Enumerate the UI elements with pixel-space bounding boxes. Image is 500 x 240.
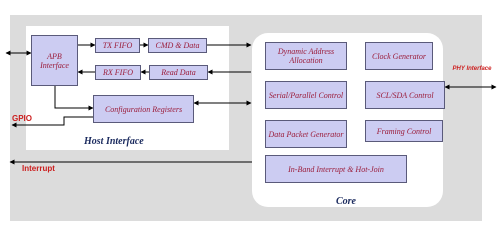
data-packet-generator-block: Data Packet Generator xyxy=(265,120,347,148)
rx-fifo-label: RX FIFO xyxy=(103,68,133,77)
core-title: Core xyxy=(336,196,356,207)
apb-to-config-arrow xyxy=(54,86,94,111)
in-band-interrupt-label: In-Band Interrupt & Hot-Join xyxy=(288,164,384,174)
in-band-interrupt-block: In-Band Interrupt & Hot-Join xyxy=(265,155,407,183)
cmd-data-label: CMD & Data xyxy=(155,41,200,50)
host-interface-title: Host Interface xyxy=(84,136,144,147)
scl-sda-control-label: SCL/SDA Control xyxy=(376,90,434,100)
clock-generator-block: Clock Generator xyxy=(365,42,433,70)
tx-fifo-label: TX FIFO xyxy=(102,41,133,50)
data-packet-generator-label: Data Packet Generator xyxy=(268,129,344,139)
dynamic-address-allocation-block: Dynamic Address Allocation xyxy=(265,42,347,70)
gpio-arrow xyxy=(11,116,93,128)
dynamic-address-allocation-label: Dynamic Address Allocation xyxy=(277,47,335,65)
apb-interface-block: APB Interface xyxy=(31,35,78,86)
configuration-registers-block: Configuration Registers xyxy=(93,95,194,123)
phy-interface-label: PHY Interface xyxy=(452,66,492,72)
framing-control-label: Framing Control xyxy=(376,126,432,136)
framing-control-block: Framing Control xyxy=(365,120,443,142)
apb-interface-label: APB Interface xyxy=(40,51,69,70)
rx-fifo-block: RX FIFO xyxy=(95,65,141,80)
serial-parallel-control-block: Serial/Parallel Control xyxy=(265,81,347,109)
connection-wires xyxy=(5,42,497,165)
read-data-block: Read Data xyxy=(149,65,208,80)
configuration-registers-label: Configuration Registers xyxy=(104,104,183,114)
serial-parallel-control-label: Serial/Parallel Control xyxy=(268,90,344,100)
gpio-label: GPIO xyxy=(12,114,33,123)
read-data-label: Read Data xyxy=(161,68,196,77)
interrupt-label: Interrupt xyxy=(22,164,55,173)
cmd-data-block: CMD & Data xyxy=(148,38,207,53)
tx-fifo-block: TX FIFO xyxy=(95,38,140,53)
scl-sda-control-block: SCL/SDA Control xyxy=(365,81,445,109)
clock-generator-label: Clock Generator xyxy=(372,51,426,61)
